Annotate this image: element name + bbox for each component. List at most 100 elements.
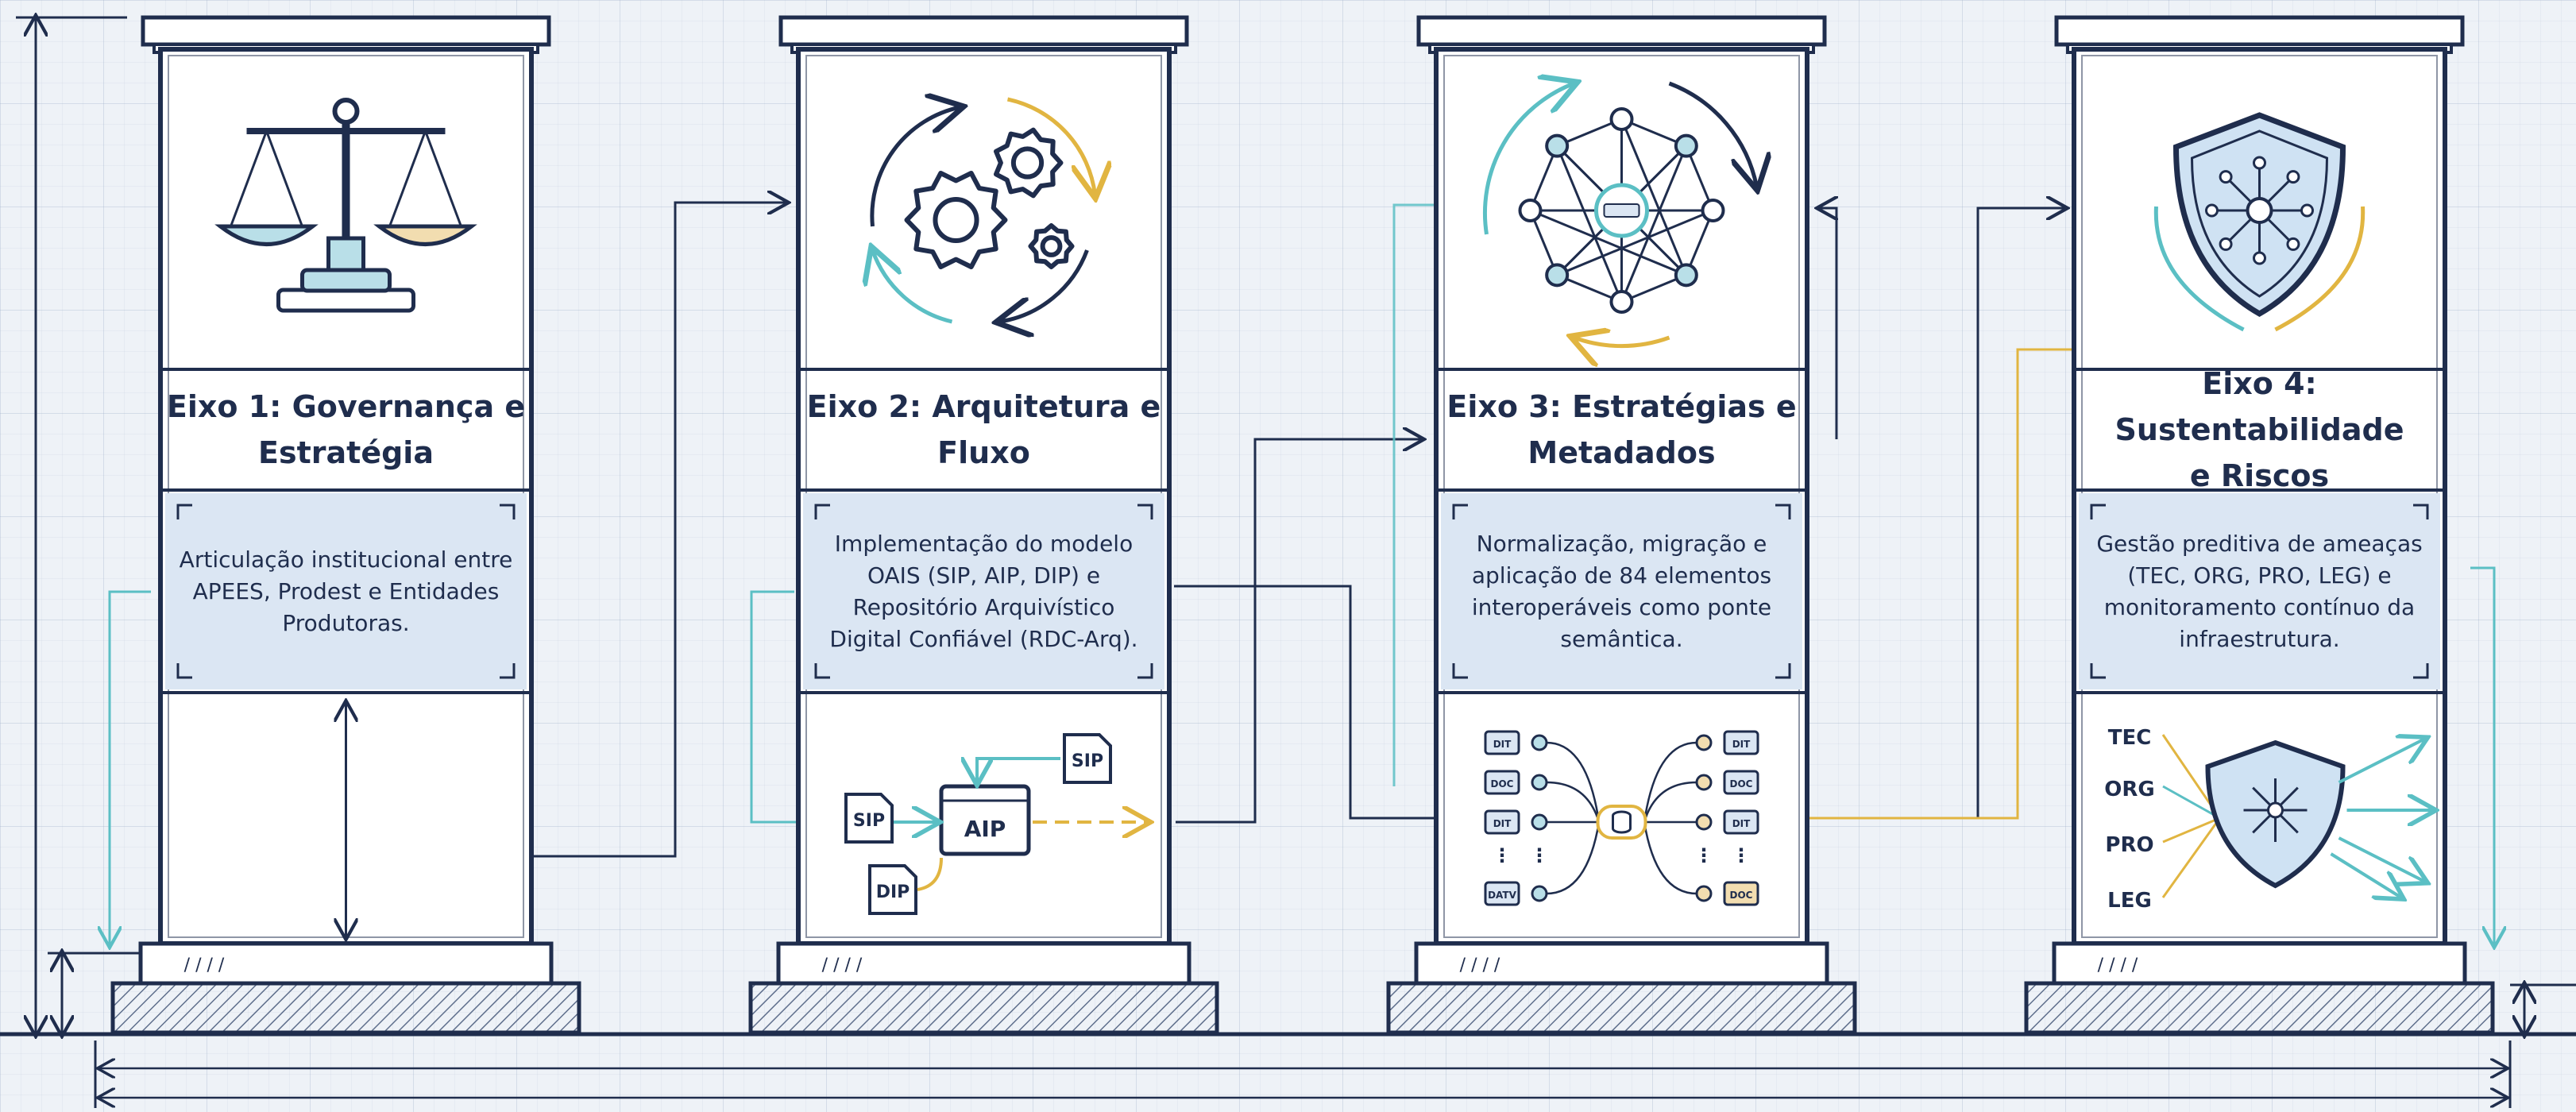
scales-of-justice-icon: [214, 98, 477, 313]
shield-circuit-icon: [2153, 112, 2366, 332]
axis-description-1: Articulação institucional entre APEES, P…: [179, 546, 513, 636]
base-label: / / / /: [1460, 956, 1500, 975]
corner-bracket: [1137, 663, 1153, 679]
axis-title-1: Eixo 1: Governança e Estratégia: [160, 369, 531, 490]
axis-title-line-2: e Riscos: [2189, 458, 2330, 493]
pillar-capital: [1416, 15, 1827, 47]
sip-in-document: [844, 793, 894, 844]
axis-description-3: Normalização, migração e aplicação de 84…: [1471, 530, 1772, 652]
base-label: / / / /: [2098, 956, 2138, 975]
lower-illustration-2: SIP DIP SIP AIP: [844, 733, 1148, 915]
corner-bracket: [814, 663, 830, 679]
pillar-2: / / / / SIP DIP SIP AIP: [748, 15, 1219, 1035]
risk-arrow: [2338, 836, 2426, 882]
connector-2-to-3: [1176, 439, 1422, 824]
risk-label-pro: PRO: [2105, 833, 2153, 857]
risk-arrow: [2330, 852, 2402, 898]
corner-bracket: [1775, 504, 1791, 519]
pillar-plinth: [110, 981, 581, 1035]
corner-bracket: [2413, 663, 2429, 679]
risk-label-tec: TEC: [2108, 726, 2152, 750]
sip-in-document-label: SIP: [853, 811, 885, 831]
pillar-plinth: [1386, 981, 1857, 1035]
right-field-label: DIT: [1732, 739, 1751, 750]
risk-arrow: [2338, 739, 2426, 784]
corner-bracket: [1452, 504, 1468, 519]
connector-gold-3-4: [1787, 348, 2073, 820]
corner-bracket: [176, 663, 192, 679]
corner-bracket: [1452, 663, 1468, 679]
pillar-capital: [778, 15, 1189, 47]
corner-bracket: [500, 663, 516, 679]
description-panel: [1441, 493, 1802, 689]
base-label: / / / /: [822, 956, 863, 975]
right-field-box: [1723, 881, 1759, 906]
axis-title-2: Eixo 2: Arquitetura e Fluxo: [798, 369, 1169, 490]
axis-title-3: Eixo 3: Estratégias e Metadados: [1436, 369, 1807, 490]
connector-teal-4: [2470, 566, 2494, 945]
corner-bracket: [1137, 504, 1153, 519]
axis-title-line-2: Estratégia: [258, 435, 434, 470]
axis-title-line-2: Fluxo: [937, 435, 1030, 470]
pillar-base: [776, 941, 1191, 986]
corner-bracket: [1775, 663, 1791, 679]
right-field-box: [1723, 770, 1759, 795]
connector-3-to-4: [1771, 208, 2065, 820]
axis-title-4: Eixo 4: Sustentabilidade e Riscos: [2074, 366, 2445, 493]
pillar-1: / / / /: [110, 15, 581, 1035]
network-graph-icon: [1483, 83, 1756, 346]
pillar-base: [1414, 941, 1829, 986]
ellipsis-dots: ⋮: [1530, 844, 1549, 867]
corner-bracket: [2090, 504, 2106, 519]
left-field-label: DIT: [1493, 818, 1512, 829]
right-field-box: [1723, 730, 1759, 755]
aip-label: AIP: [964, 816, 1006, 842]
base-label: / / / /: [184, 956, 225, 975]
corner-bracket: [814, 504, 830, 519]
connector-teal-1: [110, 590, 151, 945]
axis-title-line-1: Eixo 1: Governança e: [166, 389, 526, 424]
risk-label-leg: LEG: [2107, 889, 2152, 913]
pillar-capital: [141, 15, 551, 47]
dip-document-label: DIP: [876, 882, 910, 902]
left-field-box: [1484, 770, 1520, 795]
left-field-box: [1484, 881, 1520, 906]
left-field-box: [1484, 730, 1520, 755]
dip-document: [868, 864, 917, 915]
description-panel: [165, 493, 527, 689]
connector-teal-2: [750, 590, 818, 822]
pillar-plinth: [748, 981, 1219, 1035]
description-panel: [2079, 493, 2440, 689]
pillars: / / / / / / / / SIP DIP SIP AIP / / / / DIT DIT D…: [110, 15, 2495, 1035]
axis-description-4: Gestão preditiva de ameaças (TEC, ORG, P…: [2096, 530, 2423, 652]
axis-title-line-2: Metadados: [1527, 435, 1716, 470]
axis-title-line-1: Eixo 4: Sustentabilidade: [2114, 366, 2404, 447]
left-field-box: [1484, 809, 1520, 835]
ellipsis-dots: ⋮: [1732, 844, 1751, 867]
lower-illustration-4: TEC ORG PRO LEG: [2104, 726, 2433, 913]
pillar-4: / / / / TEC ORG PRO LEG: [2024, 15, 2495, 1035]
ellipsis-dots: ⋮: [1694, 844, 1713, 867]
corner-bracket: [176, 504, 192, 519]
sip-out-document-label: SIP: [1072, 751, 1103, 771]
description-panel: [803, 493, 1164, 689]
right-field-label: DIT: [1732, 818, 1751, 829]
corner-bracket: [2413, 504, 2429, 519]
axis-title-line-1: Eixo 2: Arquitetura e: [806, 389, 1161, 424]
right-field-label: DOC: [1730, 890, 1753, 901]
axis-description-2: Implementação do modelo OAIS (SIP, AIP, …: [829, 530, 1138, 652]
corner-bracket: [500, 504, 516, 519]
risk-label-org: ORG: [2104, 778, 2154, 801]
connector-1-to-2: [534, 203, 786, 858]
ellipsis-dots: ⋮: [1493, 844, 1512, 867]
right-field-label: DOC: [1730, 778, 1753, 790]
axis-title-line-1: Eixo 3: Estratégias e: [1446, 389, 1797, 424]
left-field-label: DATV: [1488, 890, 1517, 901]
left-field-label: DOC: [1491, 778, 1514, 790]
right-field-box: [1723, 809, 1759, 835]
sip-out-document: [1063, 733, 1112, 784]
connector-4-to-3: [1819, 208, 1836, 439]
